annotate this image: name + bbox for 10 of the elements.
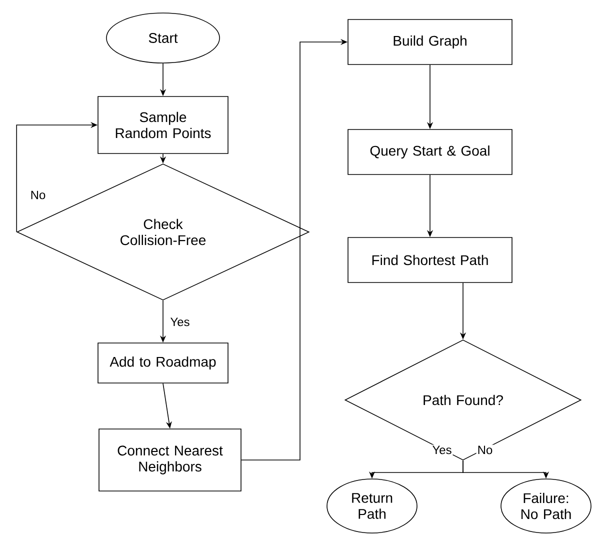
edge-label: No bbox=[476, 444, 494, 456]
process-box: Find Shortest Path bbox=[348, 237, 512, 283]
edge-label: Yes bbox=[169, 316, 191, 328]
process-box: Build Graph bbox=[348, 19, 512, 65]
edge-label: Yes bbox=[431, 444, 453, 456]
process-box: Query Start & Goal bbox=[348, 129, 512, 175]
process-box: Sample Random Points bbox=[98, 96, 228, 154]
edge-label: No bbox=[29, 190, 47, 200]
process-box: Add to Roadmap bbox=[98, 342, 228, 384]
process-box: Connect Nearest Neighbors bbox=[98, 428, 242, 492]
